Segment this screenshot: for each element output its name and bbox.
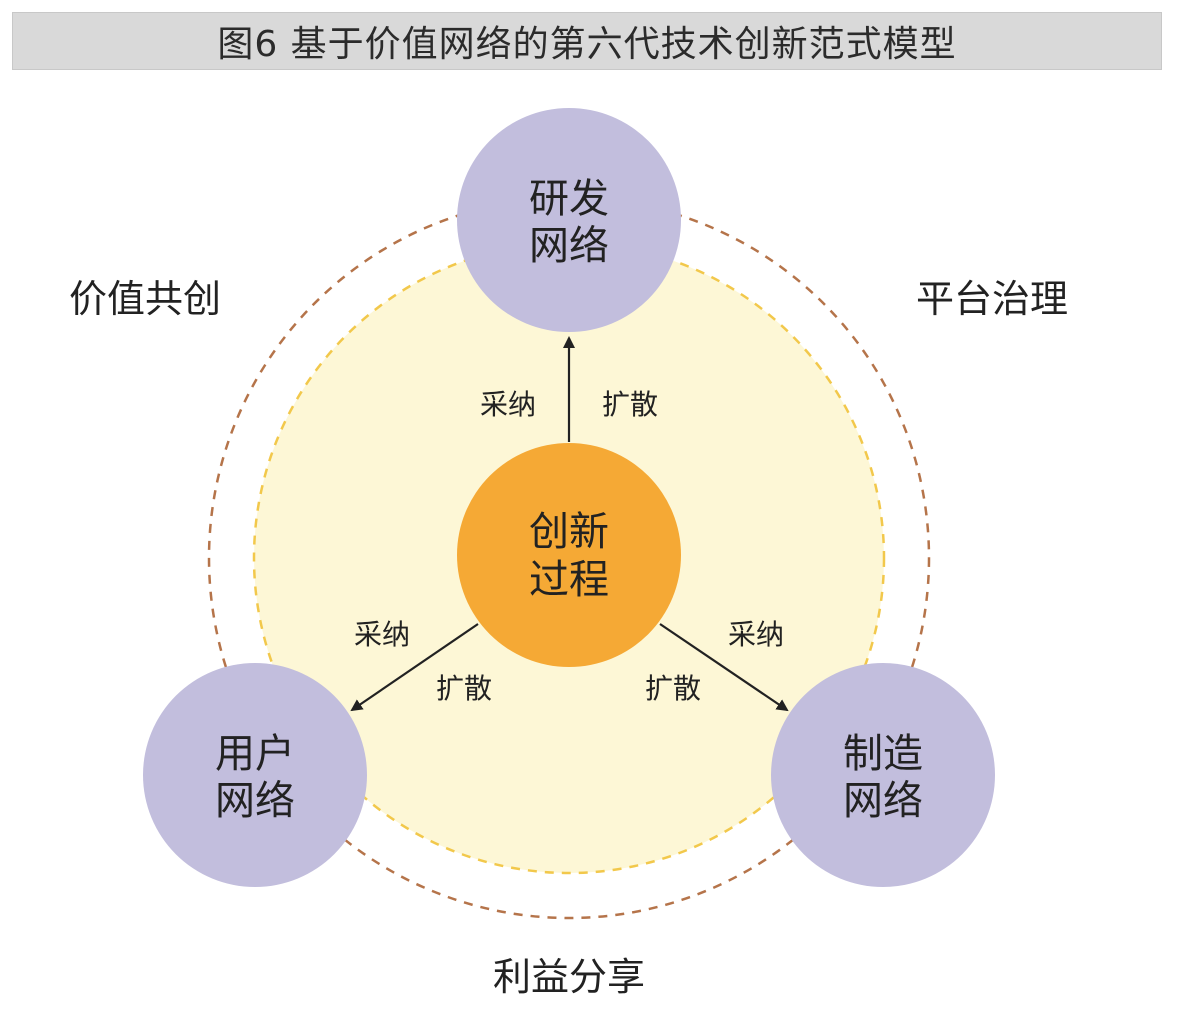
user-network-line1: 用户 — [215, 731, 295, 777]
manufacturing-network-line2: 网络 — [843, 778, 923, 824]
platform-governance-label: 平台治理 — [916, 277, 1068, 321]
diagram-title: 图6 基于价值网络的第六代技术创新范式模型 — [217, 24, 957, 65]
center-node-line2: 过程 — [529, 557, 609, 603]
benefit-sharing-label: 利益分享 — [493, 955, 645, 999]
rd-network-line2: 网络 — [529, 223, 609, 269]
user-adopt-label: 采纳 — [354, 618, 410, 651]
mfg-diffuse-label: 扩散 — [645, 672, 701, 705]
outer-dashed-ring — [207, 196, 931, 920]
manufacturing-network-line1: 制造 — [843, 731, 923, 777]
title-bar: 图6 基于价值网络的第六代技术创新范式模型 — [12, 12, 1162, 70]
center-node-line1: 创新 — [529, 509, 609, 555]
rd-network-circle — [457, 108, 681, 332]
value-cocreation-label: 价值共创 — [69, 277, 221, 321]
arrow-to-user-network — [350, 623, 479, 712]
user-network-line2: 网络 — [215, 778, 295, 824]
rd-network-line1: 研发 — [529, 176, 609, 222]
center-node-circle — [457, 443, 681, 667]
user-diffuse-label: 扩散 — [436, 672, 492, 705]
mfg-adopt-label: 采纳 — [728, 618, 784, 651]
arrow-to-manufacturing-network — [659, 623, 789, 712]
rd-adopt-label: 采纳 — [480, 388, 536, 421]
user-network-circle — [143, 663, 367, 887]
rd-diffuse-label: 扩散 — [602, 388, 658, 421]
manufacturing-network-circle — [771, 663, 995, 887]
